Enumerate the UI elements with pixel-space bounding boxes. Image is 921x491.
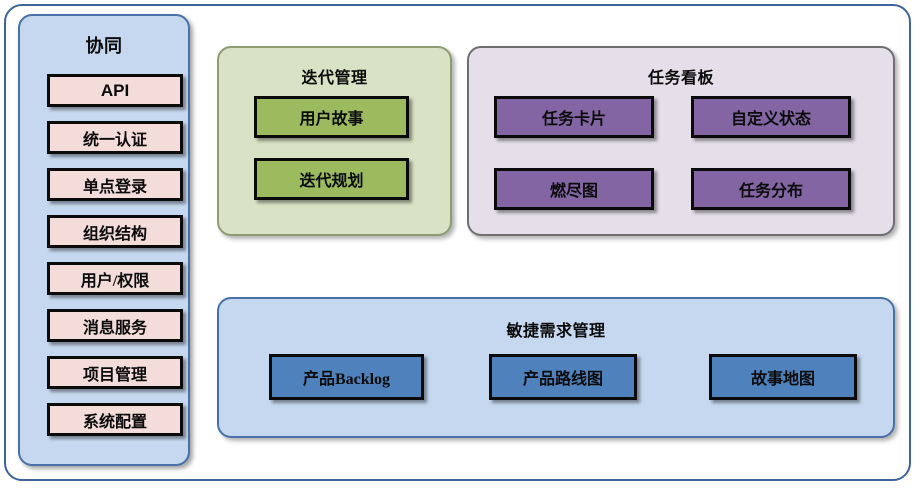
panel-task-board-title: 任务看板 <box>647 70 714 87</box>
panel-iteration-management-title: 迭代管理 <box>301 70 368 87</box>
iteration-item-user-story[interactable]: 用户故事 <box>254 96 409 138</box>
agile-item-product-backlog[interactable]: 产品Backlog <box>269 354 424 400</box>
panel-collaboration[interactable]: 协同 API 统一认证 单点登录 组织结构 用户/权限 消息服务 项目管理 系统… <box>18 14 190 466</box>
taskboard-item-custom-status[interactable]: 自定义状态 <box>691 96 851 138</box>
sidebar-item-message-service[interactable]: 消息服务 <box>47 309 183 342</box>
panel-agile-requirements[interactable]: 敏捷需求管理 产品Backlog 产品路线图 故事地图 <box>217 297 895 438</box>
agile-item-story-map[interactable]: 故事地图 <box>709 354 857 400</box>
taskboard-item-burndown-chart[interactable]: 燃尽图 <box>494 168 654 210</box>
panel-agile-requirements-title: 敏捷需求管理 <box>506 323 606 340</box>
sidebar-item-single-sign-on[interactable]: 单点登录 <box>47 168 183 201</box>
sidebar-item-project-management[interactable]: 项目管理 <box>47 356 183 389</box>
sidebar-item-user-permission[interactable]: 用户/权限 <box>47 262 183 295</box>
taskboard-item-task-distribution[interactable]: 任务分布 <box>691 168 851 210</box>
sidebar-item-system-config[interactable]: 系统配置 <box>47 403 183 436</box>
taskboard-item-task-card[interactable]: 任务卡片 <box>494 96 654 138</box>
sidebar-item-api[interactable]: API <box>47 74 183 107</box>
agile-item-product-roadmap[interactable]: 产品路线图 <box>489 354 637 400</box>
sidebar-item-unified-auth[interactable]: 统一认证 <box>47 121 183 154</box>
sidebar-item-org-structure[interactable]: 组织结构 <box>47 215 183 248</box>
panel-iteration-management[interactable]: 迭代管理 用户故事 迭代规划 <box>217 46 452 236</box>
iteration-item-iteration-planning[interactable]: 迭代规划 <box>254 158 409 200</box>
panel-collaboration-title: 协同 <box>85 36 123 56</box>
panel-task-board[interactable]: 任务看板 任务卡片 自定义状态 燃尽图 任务分布 <box>467 46 895 236</box>
